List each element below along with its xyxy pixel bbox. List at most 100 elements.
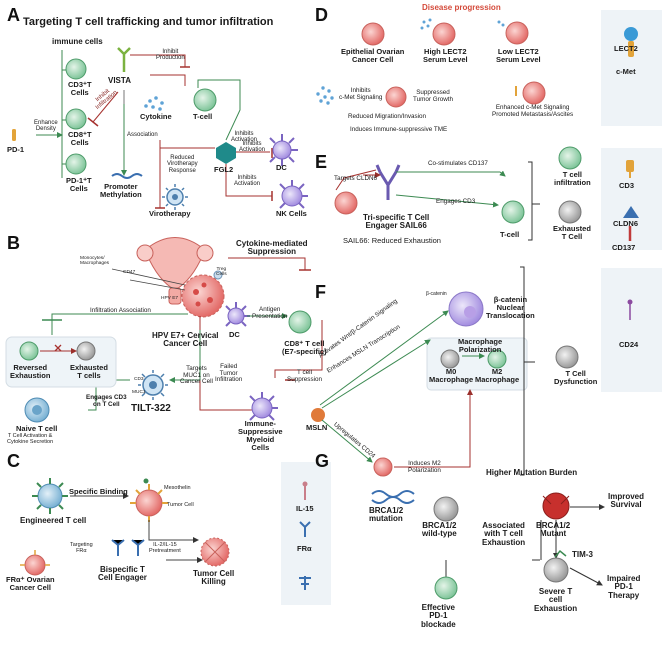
epithelial-cell-icon — [361, 22, 385, 46]
hpv-e7-tag-label: HPV E7 — [161, 296, 179, 301]
metastasis-cell-icon — [522, 81, 546, 105]
m2-macrophage-icon — [487, 349, 507, 369]
dysfunctional-tcell-icon — [555, 345, 579, 369]
panel-f-graphics — [311, 266, 579, 477]
m0-macrophage-icon — [440, 349, 460, 369]
nk-cell-icon — [279, 180, 308, 209]
severe-exhaustion-tcell-icon — [543, 557, 569, 583]
infiltration-association-label: Infiltration Association — [90, 307, 151, 314]
cd137-legend-label: CD137 — [612, 243, 636, 252]
fgl2-icon — [216, 142, 236, 164]
pd1-tcell-icon — [65, 153, 87, 175]
tilt-label: TILT-322 — [131, 403, 171, 414]
engineered-label: Engineered T cell — [20, 516, 87, 525]
costimulates-label: Co-stimulates CD137 — [428, 160, 488, 167]
panel-d-graphics — [316, 18, 546, 108]
dc-b-label: DC — [229, 330, 240, 339]
cd8-e7-label: CD8⁺ T cell(E7-specific) — [282, 339, 327, 356]
muc1-tag-label: MUC1 — [132, 390, 146, 395]
reduced-exhaustion-label: SAIL66: Reduced Exhaustion — [343, 236, 441, 245]
msln-label: MSLN — [306, 423, 328, 432]
tcell-icon — [193, 88, 217, 112]
induces-tme-label: Induces Immune-suppressive TME — [350, 126, 448, 133]
pd1-label: PD-1 — [7, 145, 25, 154]
reversed-tcell-icon — [19, 341, 39, 361]
cmet-legend-icon — [628, 41, 634, 57]
il15-legend-label: IL-15 — [296, 504, 314, 513]
cd3-tcell-icon — [65, 58, 87, 80]
infiltration-tcell-icon — [558, 146, 582, 170]
dc-a-label: DC — [276, 163, 287, 172]
virotherapy-label: Virotherapy — [149, 209, 191, 218]
cd3-tag-label: CD3 — [134, 377, 144, 382]
cldn6-cancer-cell-icon — [334, 191, 358, 215]
high-lect2-icon — [432, 22, 456, 46]
uterus-icon — [144, 237, 206, 291]
nk-label: NK Cells — [276, 209, 307, 218]
dc-icon — [269, 134, 298, 166]
panel-c-graphics — [20, 478, 230, 576]
disease-progression-label: Disease progression — [422, 3, 501, 12]
brca-mutant-icon — [542, 492, 570, 520]
receptor-legend-icon — [299, 576, 311, 590]
naive-label: Naive T cell — [16, 424, 58, 433]
engages-cd3-e-label: Engages CD3 — [436, 198, 476, 205]
fgl2-label: FGL2 — [214, 165, 234, 174]
sail66-tcell-icon — [501, 200, 525, 224]
pd1-receptor-icon — [12, 129, 16, 141]
association-label: Association — [127, 132, 158, 138]
lect2-molecules-icon — [316, 86, 334, 105]
suppressed-cell-icon — [385, 86, 407, 108]
cd24-legend-label: CD24 — [619, 340, 639, 349]
tcell-e-label: T-cell — [500, 230, 520, 239]
hpv-cancer-cell-icon — [181, 274, 225, 318]
virus-icon — [162, 184, 188, 210]
panel-f-letter: F — [315, 282, 326, 302]
effective-tcell-icon — [434, 576, 458, 600]
dna-icon — [111, 173, 143, 179]
tumor-cell-label: Tumor Cell — [167, 502, 194, 508]
vista-label: VISTA — [108, 76, 131, 85]
panel-g-letter: G — [315, 451, 330, 471]
panel-e-graphics — [334, 146, 582, 241]
cd24-cell-icon — [373, 457, 393, 477]
tilt-virus-icon — [138, 370, 168, 400]
cmet-legend-label: c-Met — [616, 67, 636, 76]
